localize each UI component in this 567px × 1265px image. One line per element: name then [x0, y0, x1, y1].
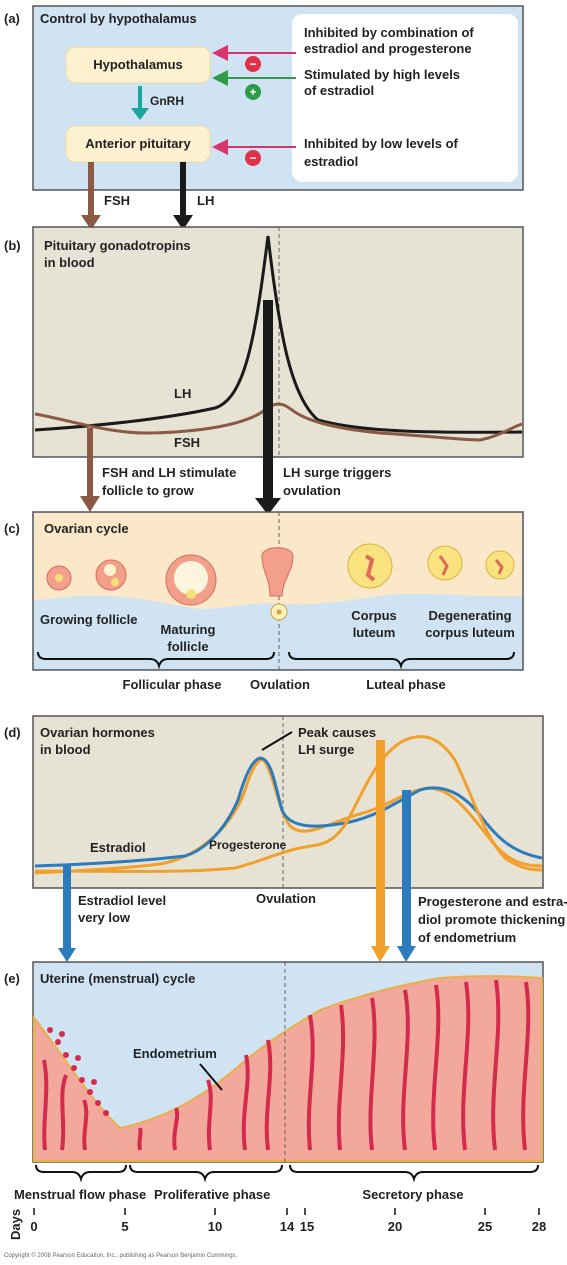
label-degenerating-line2: corpus luteum	[425, 625, 515, 640]
minus-sign-text-2: −	[249, 151, 256, 165]
note-inhibited-combo-line1: Inhibited by combination of	[304, 25, 474, 40]
estradiol-arrowhead	[397, 946, 416, 962]
progesterone-arrow-bar	[376, 740, 385, 948]
note-stimulated-line1: Stimulated by high levels	[304, 67, 460, 82]
day-tick-25: 25	[478, 1219, 492, 1234]
panel-a-title: Control by hypothalamus	[40, 11, 197, 26]
minus-sign-text: −	[249, 57, 256, 71]
gnrh-label: GnRH	[150, 94, 184, 108]
day-tick-20: 20	[388, 1219, 402, 1234]
note-stimulated-line2: of estradiol	[304, 83, 374, 98]
follicle-stage-2-icon	[96, 560, 126, 590]
label-estradiol: Estradiol	[90, 840, 146, 855]
days-axis-ticks	[34, 1208, 539, 1215]
label-proliferative-phase: Proliferative phase	[154, 1187, 270, 1202]
note-peak-line1: Peak causes	[298, 725, 376, 740]
menstrual-phase-brace	[36, 1165, 126, 1179]
note-lh-surge-line1: LH surge triggers	[283, 465, 391, 480]
days-axis: Days 0 5 10 14 15 20 25 28	[8, 1208, 546, 1240]
panel-c: (c) Ovarian cycle	[4, 512, 523, 692]
panel-e-title: Uterine (menstrual) cycle	[40, 971, 195, 986]
secretory-phase-brace	[290, 1165, 538, 1179]
label-endometrium: Endometrium	[133, 1046, 217, 1061]
fsh-curve-label: FSH	[174, 435, 200, 450]
maturing-follicle-icon	[166, 555, 216, 605]
panel-d-letter: (d)	[4, 725, 21, 740]
lh-surge-bar	[263, 300, 273, 500]
label-maturing-follicle-line1: Maturing	[161, 622, 216, 637]
label-corpus-luteum-line2: luteum	[353, 625, 396, 640]
estradiol-arrow-bar	[402, 790, 411, 948]
label-degenerating-line1: Degenerating	[428, 608, 511, 623]
panel-b-title-line2: in blood	[44, 255, 95, 270]
days-axis-label: Days	[8, 1209, 23, 1240]
note-inhibited-combo-line2: estradiol and progesterone	[304, 41, 472, 56]
corpus-luteum-icon	[348, 544, 392, 588]
panel-a: (a) Control by hypothalamus Inhibited by…	[4, 6, 523, 230]
panel-c-title: Ovarian cycle	[44, 521, 129, 536]
note-fsh-lh-stimulate-line2: follicle to grow	[102, 483, 195, 498]
day-tick-0: 0	[30, 1219, 37, 1234]
note-peak-line2: LH surge	[298, 742, 354, 757]
note-thickening-line1: Progesterone and estra-	[418, 894, 567, 909]
proliferative-phase-brace	[130, 1165, 282, 1179]
label-corpus-luteum-line1: Corpus	[351, 608, 397, 623]
panel-d-title-line2: in blood	[40, 742, 91, 757]
note-estradiol-low-line2: very low	[78, 910, 131, 925]
progesterone-arrowhead	[371, 946, 390, 962]
note-lh-surge-line2: ovulation	[283, 483, 341, 498]
estradiol-low-arrowhead	[58, 948, 76, 962]
note-thickening-line3: of endometrium	[418, 930, 516, 945]
day-tick-15: 15	[300, 1219, 314, 1234]
day-tick-28: 28	[532, 1219, 546, 1234]
label-follicular-phase: Follicular phase	[123, 677, 222, 692]
copyright-text: Copyright © 2008 Pearson Education, Inc.…	[4, 1252, 238, 1259]
label-ovulation-d: Ovulation	[256, 891, 316, 906]
fsh-label: FSH	[104, 193, 130, 208]
note-thickening-line2: diol promote thickening	[418, 912, 565, 927]
label-progesterone: Progesterone	[209, 838, 287, 852]
plus-sign-text: +	[249, 85, 256, 99]
panel-a-letter: (a)	[4, 11, 20, 26]
panel-c-letter: (c)	[4, 521, 20, 536]
hypothalamus-label: Hypothalamus	[93, 57, 183, 72]
panel-b-title-line1: Pituitary gonadotropins	[44, 238, 191, 253]
lh-curve-label: LH	[174, 386, 191, 401]
follicle-stage-1-icon	[47, 566, 71, 590]
note-fsh-lh-stimulate-line1: FSH and LH stimulate	[102, 465, 236, 480]
panel-b-letter: (b)	[4, 238, 21, 253]
note-estradiol-low-line1: Estradiol level	[78, 893, 166, 908]
label-menstrual-flow-phase: Menstrual flow phase	[14, 1187, 146, 1202]
label-maturing-follicle-line2: follicle	[167, 639, 208, 654]
label-secretory-phase: Secretory phase	[362, 1187, 463, 1202]
label-growing-follicle: Growing follicle	[40, 612, 138, 627]
estradiol-low-bar	[63, 866, 71, 950]
panel-e-letter: (e)	[4, 971, 20, 986]
day-tick-10: 10	[208, 1219, 222, 1234]
anterior-pituitary-label: Anterior pituitary	[85, 136, 191, 151]
label-ovulation-c: Ovulation	[250, 677, 310, 692]
panel-d-title-line1: Ovarian hormones	[40, 725, 155, 740]
note-inhibited-low-line2: estradiol	[304, 154, 358, 169]
lh-label: LH	[197, 193, 214, 208]
panel-b-background	[33, 227, 523, 457]
panel-d: (d) Ovarian hormones in blood Peak cause…	[4, 716, 567, 962]
day-tick-5: 5	[121, 1219, 128, 1234]
panel-b: (b) Pituitary gonadotropins in blood LH …	[4, 227, 523, 515]
label-luteal-phase: Luteal phase	[366, 677, 445, 692]
day-tick-14: 14	[280, 1219, 295, 1234]
note-inhibited-low-line1: Inhibited by low levels of	[304, 136, 459, 151]
panel-e: (e) Uterine (menstrual) cycle	[4, 962, 543, 1202]
